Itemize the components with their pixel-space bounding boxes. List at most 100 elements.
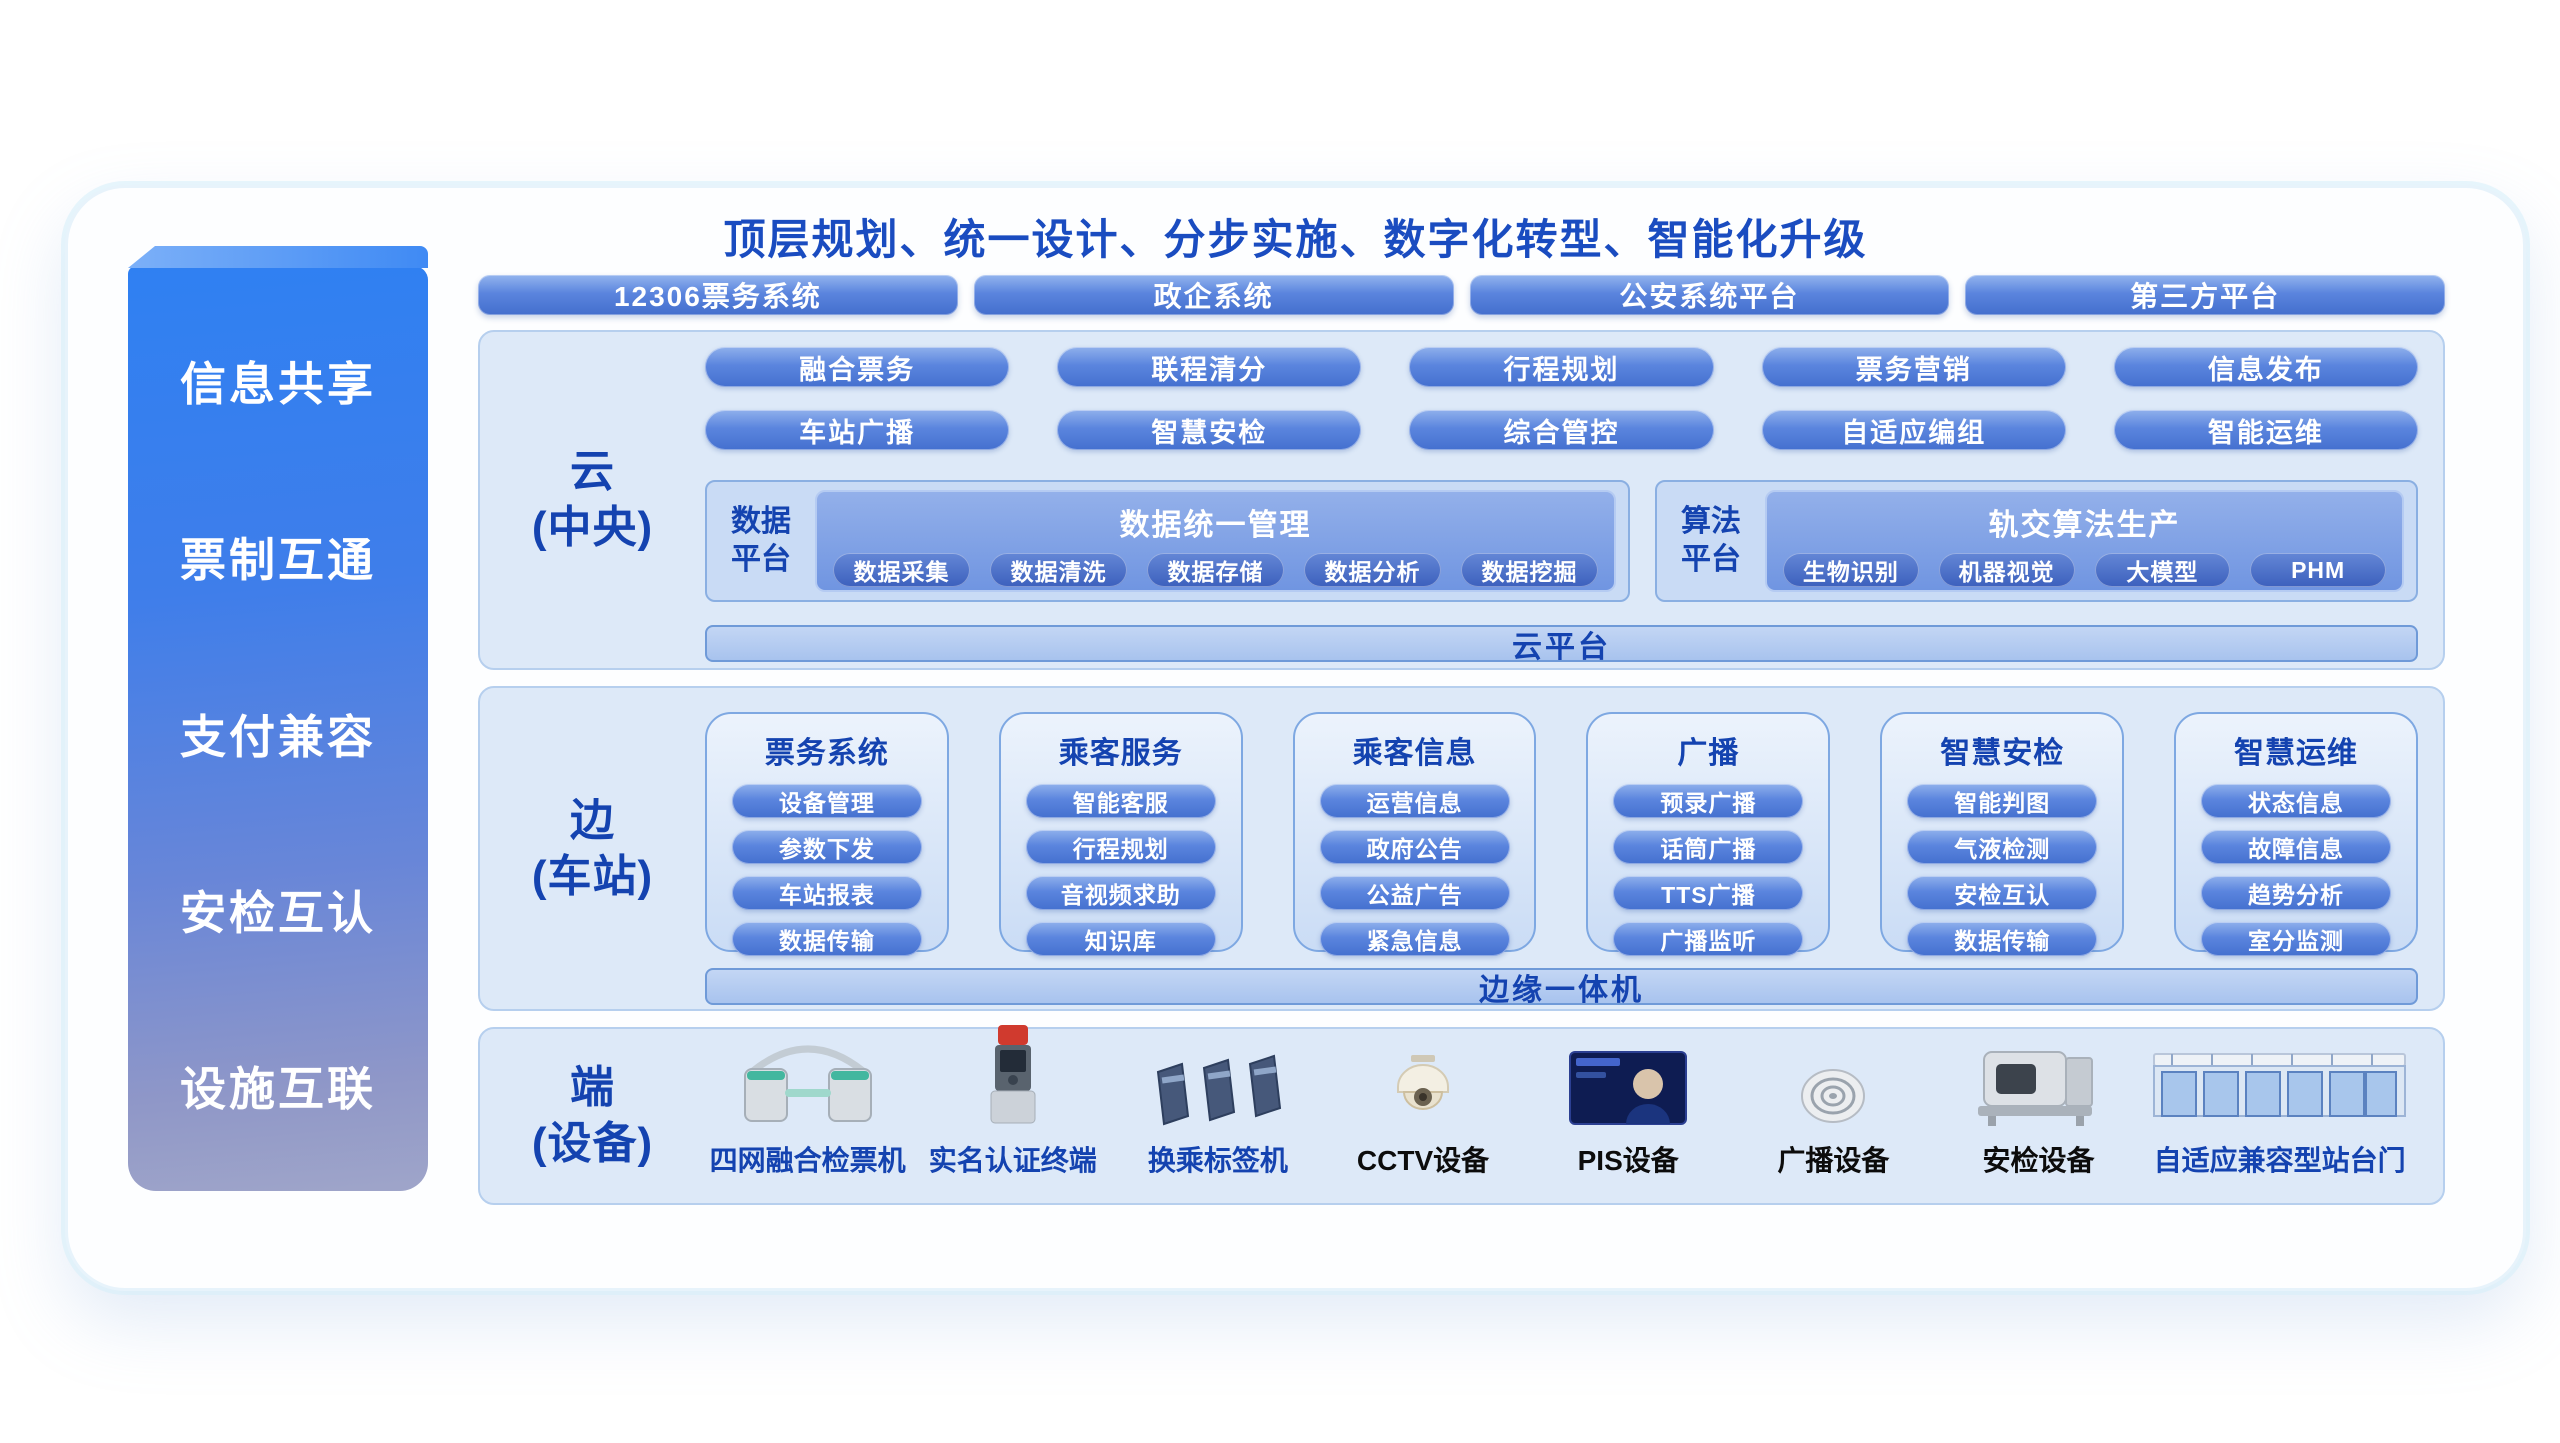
pill-mic-broadcast: 话筒广播 xyxy=(1613,830,1804,864)
page-title: 顶层规划、统一设计、分步实施、数字化转型、智能化升级 xyxy=(723,216,1868,263)
pill-smart-agent: 智能客服 xyxy=(1025,784,1216,818)
terminal-label-line1: 端 xyxy=(570,1063,615,1112)
data-platform-label-line2: 平台 xyxy=(731,543,791,576)
algo-production-pills: 生物识别 机器视觉 大模型 PHM xyxy=(1783,553,2386,587)
sidebar-item-security-mutual: 安检互认 xyxy=(180,886,376,939)
device-label: 四网融合检票机 xyxy=(709,1145,906,1176)
data-management-group: 数据统一管理 数据采集 数据清洗 数据存储 数据分析 数据挖掘 xyxy=(815,490,1616,592)
pill-data-transfer-2: 数据传输 xyxy=(1907,922,2098,956)
data-platform-label-line1: 数据 xyxy=(731,505,791,538)
edge-col-smart-maintenance-title: 智慧运维 xyxy=(2234,737,2359,770)
terminal-section: 端 (设备) xyxy=(478,1025,2445,1205)
edge-col-smart-security-title: 智慧安检 xyxy=(1940,737,2065,770)
external-system-12306: 12306票务系统 xyxy=(478,275,958,315)
sidebar-item-payment-compat: 支付兼容 xyxy=(180,710,376,763)
external-system-third-party: 第三方平台 xyxy=(1965,275,2445,315)
pill-security-mutual: 安检互认 xyxy=(1907,876,2098,910)
edge-col-passenger-service-title: 乘客服务 xyxy=(1058,737,1183,770)
device-label: PIS设备 xyxy=(1577,1145,1679,1176)
device-pis: PIS设备 xyxy=(1526,1048,1731,1179)
pill-machine-vision: 机器视觉 xyxy=(1938,553,2075,587)
pill-trend-analysis: 趋势分析 xyxy=(2201,876,2392,910)
edge-section: 边 (车站) 票务系统 设备管理 参数下发 车站报表 数据传输 乘客服务 xyxy=(478,686,2445,1011)
pill-status-info: 状态信息 xyxy=(2201,784,2392,818)
pill-liquid-detection: 气液检测 xyxy=(1907,830,2098,864)
pill-public-ad: 公益广告 xyxy=(1319,876,1510,910)
device-platform-door: 自适应兼容型站台门 xyxy=(2141,1048,2418,1179)
edge-col-ticketing: 票务系统 设备管理 参数下发 车站报表 数据传输 xyxy=(705,712,949,956)
terminal-content: 四网融合检票机 xyxy=(705,1025,2418,1189)
device-label: 安检设备 xyxy=(1982,1145,2095,1176)
pill-device-management: 设备管理 xyxy=(731,784,922,818)
edge-col-passenger-info-title: 乘客信息 xyxy=(1352,737,1477,770)
cloud-pill-row-1: 融合票务 联程清分 行程规划 票务营销 信息发布 xyxy=(705,347,2419,387)
pis-display-icon xyxy=(1568,1048,1688,1133)
pill-room-monitor: 室分监测 xyxy=(2201,922,2392,956)
sidebar-item-facility-link: 设施互联 xyxy=(180,1063,376,1115)
pill-bio-recognition: 生物识别 xyxy=(1783,553,1919,587)
pill-av-help: 音视频求助 xyxy=(1025,876,1216,910)
cloud-content: 融合票务 联程清分 行程规划 票务营销 信息发布 车站广播 智慧安检 综合管控 … xyxy=(705,347,2419,664)
cctv-camera-icon xyxy=(1378,1053,1468,1133)
platform-door-icon xyxy=(2152,1048,2407,1133)
device-fare-gate: 四网融合检票机 xyxy=(705,1033,910,1179)
device-label: 自适应兼容型站台门 xyxy=(2153,1145,2406,1176)
pill-fault-info: 故障信息 xyxy=(2201,830,2392,864)
pill-prerecorded-broadcast: 预录广播 xyxy=(1613,784,1804,818)
sidebar-item-ticket-interop: 票制互通 xyxy=(180,534,376,587)
speaker-icon xyxy=(1791,1063,1876,1133)
edge-col-smart-security: 智慧安检 智能判图 气液检测 安检互认 数据传输 xyxy=(1880,712,2125,956)
pill-large-model: 大模型 xyxy=(2094,553,2231,587)
terminal-label-line2: (设备) xyxy=(531,1119,654,1168)
pill-data-transfer-1: 数据传输 xyxy=(731,922,922,956)
sidebar-3d-cap-icon xyxy=(128,246,428,268)
device-speaker: 广播设备 xyxy=(1731,1063,1936,1179)
data-platform-box: 数据 平台 数据统一管理 数据采集 数据清洗 数据存储 数据分析 xyxy=(705,480,1630,602)
edge-section-label: 边 (车站) xyxy=(480,793,705,905)
cloud-pill-through-clearing: 联程清分 xyxy=(1057,347,1362,387)
platform-row: 数据 平台 数据统一管理 数据采集 数据清洗 数据存储 数据分析 xyxy=(705,480,2418,602)
pill-station-report: 车站报表 xyxy=(731,876,922,910)
algo-platform-label: 算法 平台 xyxy=(1657,490,1765,592)
external-system-gov-enterprise: 政企系统 xyxy=(973,275,1454,315)
cloud-pill-ticket-marketing: 票务营销 xyxy=(1761,347,2066,387)
edge-content: 票务系统 设备管理 参数下发 车站报表 数据传输 乘客服务 智能客服 行程规划 … xyxy=(705,688,2418,1007)
pill-broadcast-monitor: 广播监听 xyxy=(1613,922,1804,956)
cloud-pill-info-release: 信息发布 xyxy=(2113,347,2419,387)
algo-production-title: 轨交算法生产 xyxy=(1988,509,2181,542)
external-systems-row: 12306票务系统 政企系统 公安系统平台 第三方平台 xyxy=(478,275,2445,315)
device-label: 广播设备 xyxy=(1777,1145,1890,1176)
device-xray-scanner: 安检设备 xyxy=(1936,1038,2141,1179)
data-platform-label: 数据 平台 xyxy=(707,490,815,592)
data-management-title: 数据统一管理 xyxy=(1119,509,1312,542)
device-label: 换乘标签机 xyxy=(1147,1145,1288,1176)
pill-data-mine: 数据挖掘 xyxy=(1461,553,1598,587)
cloud-pill-trip-planning: 行程规划 xyxy=(1409,347,1714,387)
cloud-label-line1: 云 xyxy=(570,447,615,496)
device-identity-kiosk: 实名认证终端 xyxy=(910,1023,1115,1179)
algo-platform-label-line2: 平台 xyxy=(1681,543,1741,576)
cloud-section-label: 云 (中央) xyxy=(480,444,705,556)
fare-gate-icon xyxy=(733,1033,883,1133)
pill-emergency-info: 紧急信息 xyxy=(1319,922,1510,956)
pill-data-store: 数据存储 xyxy=(1147,553,1284,587)
edge-col-passenger-info: 乘客信息 运营信息 政府公告 公益广告 紧急信息 xyxy=(1292,712,1537,956)
data-management-pills: 数据采集 数据清洗 数据存储 数据分析 数据挖掘 xyxy=(833,553,1598,587)
edge-columns: 票务系统 设备管理 参数下发 车站报表 数据传输 乘客服务 智能客服 行程规划 … xyxy=(705,688,2418,956)
sidebar-item-info-sharing: 信息共享 xyxy=(180,358,376,410)
cloud-label-line2: (中央) xyxy=(531,503,654,552)
algo-platform-label-line1: 算法 xyxy=(1681,505,1741,538)
pill-trip-planning-edge: 行程规划 xyxy=(1025,830,1216,864)
transfer-gate-icon xyxy=(1148,1038,1288,1133)
algo-production-group: 轨交算法生产 生物识别 机器视觉 大模型 PHM xyxy=(1765,490,2404,592)
device-row: 四网融合检票机 xyxy=(705,1025,2418,1189)
cloud-pill-station-broadcast: 车站广播 xyxy=(705,410,1010,450)
pill-tts-broadcast: TTS广播 xyxy=(1613,876,1804,910)
sidebar: 信息共享 票制互通 支付兼容 安检互认 设施互联 xyxy=(128,246,428,1191)
pill-operation-info: 运营信息 xyxy=(1319,784,1510,818)
cloud-pill-adaptive-formation: 自适应编组 xyxy=(1761,410,2066,450)
pill-smart-image-judge: 智能判图 xyxy=(1907,784,2098,818)
pill-data-analyze: 数据分析 xyxy=(1304,553,1441,587)
cloud-section: 云 (中央) 融合票务 联程清分 行程规划 票务营销 信息发布 车站广播 智慧安… xyxy=(478,330,2445,670)
cloud-pill-row-2: 车站广播 智慧安检 综合管控 自适应编组 智能运维 xyxy=(705,410,2419,450)
